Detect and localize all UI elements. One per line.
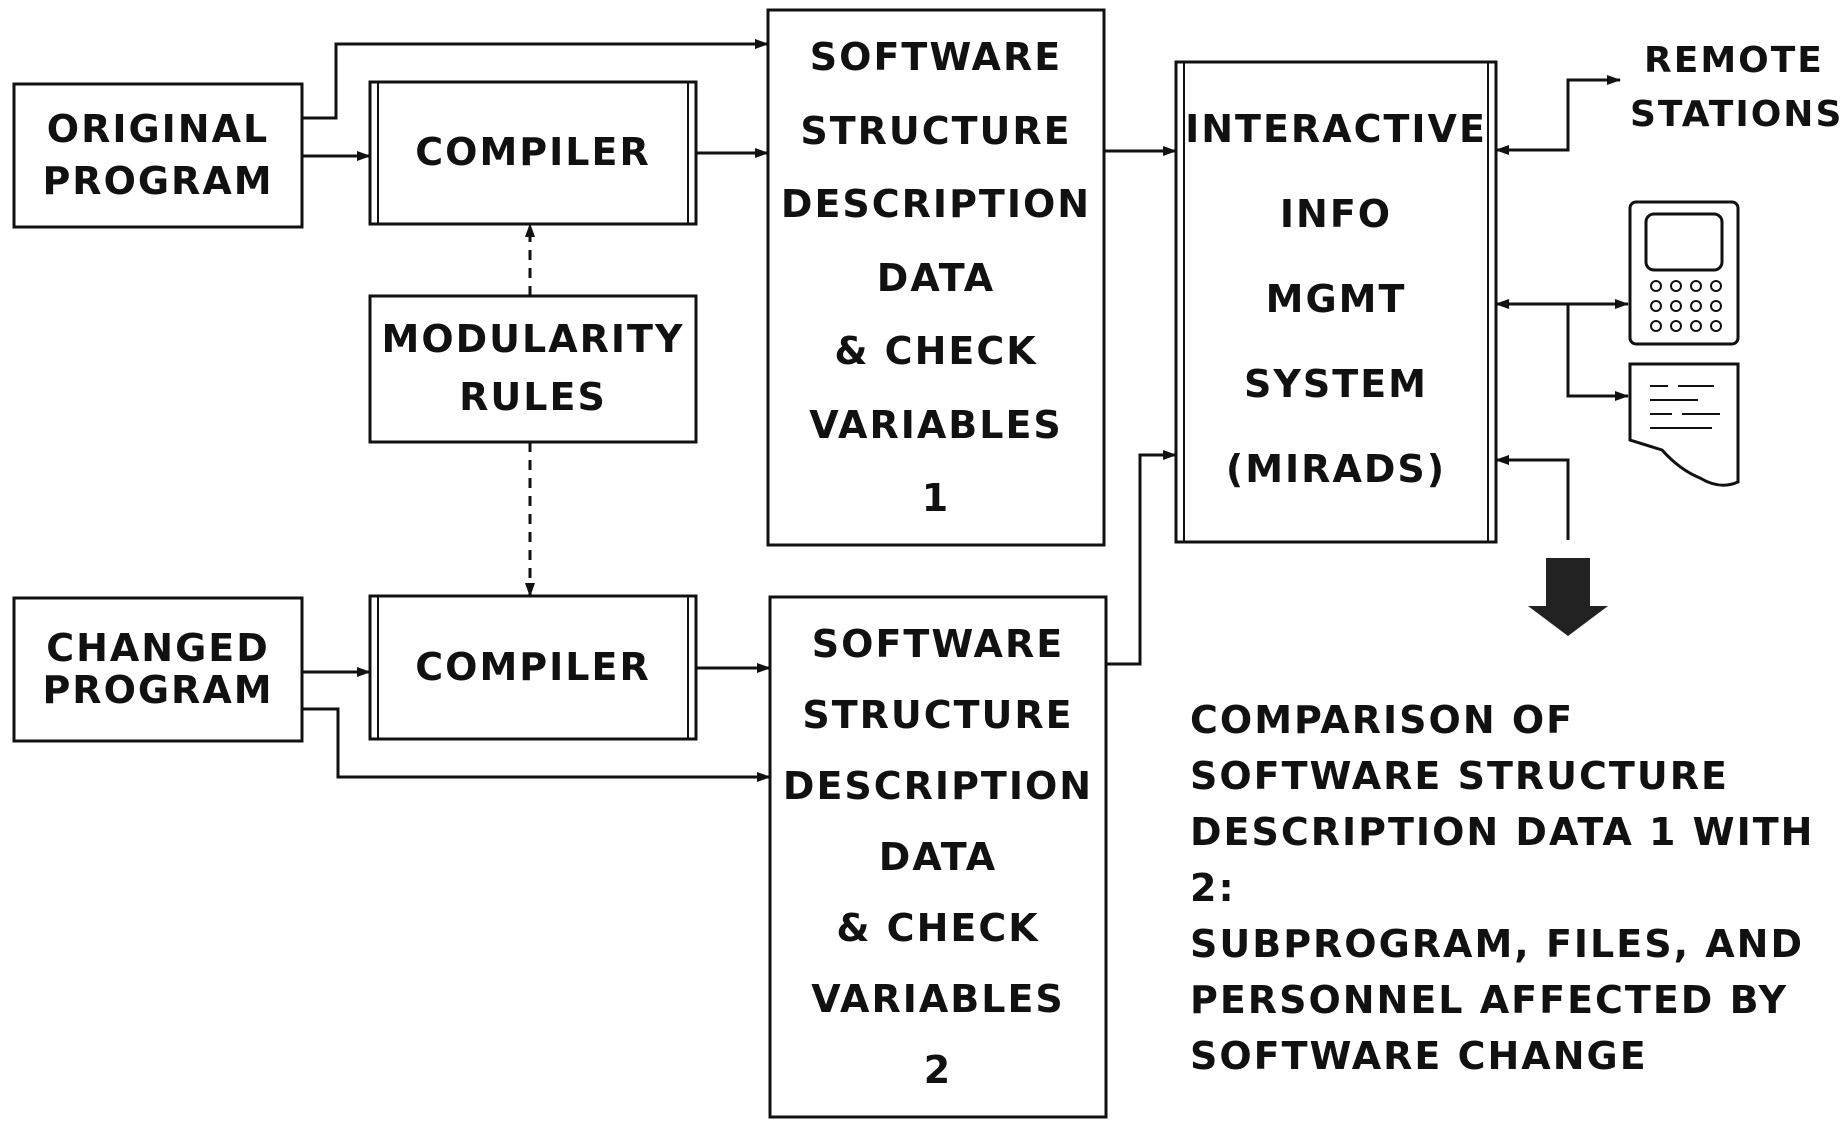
comparison-line-5: PERSONNEL AFFECTED BY (1190, 978, 1788, 1022)
ssd-1-line-2: STRUCTURE (800, 108, 1072, 153)
ssd-1-line-6: VARIABLES (809, 402, 1063, 447)
compiler-top-text: COMPILER (415, 130, 651, 175)
ssd-2-line-5: & CHECK (836, 906, 1040, 951)
ssd-2-box (768, 595, 1108, 1119)
comparison-line-6: SOFTWARE CHANGE (1190, 1034, 1648, 1078)
changed-program-label: CHANGED PROGRAM (14, 598, 302, 741)
modularity-rules-line-1: MODULARITY (381, 317, 685, 362)
mirads-remote-stations-connector (1495, 75, 1621, 155)
ssd2-to-mirads-connector (1106, 450, 1177, 666)
printout-document-icon (1628, 362, 1740, 487)
modularity-rules-box (368, 294, 698, 444)
ssd-2-label: SOFTWARE STRUCTURE DESCRIPTION DATA & CH… (770, 597, 1106, 1117)
ssd-2-line-3: DESCRIPTION (782, 764, 1094, 809)
terminal-icon (1628, 200, 1740, 346)
ssd-2-line-4: DATA (878, 835, 998, 880)
comparison-line-3: DESCRIPTION DATA 1 WITH 2: (1190, 810, 1815, 910)
compiler-top-label: COMPILER (370, 82, 696, 224)
mirads-output-connector (1495, 455, 1570, 540)
original-to-ssd1-connector (302, 39, 769, 120)
ssd-2-line-6: VARIABLES (811, 977, 1065, 1022)
mirads-printout-connector (1566, 304, 1629, 401)
modularity-rules-label: MODULARITY RULES (370, 296, 696, 442)
compiler-bottom-label: COMPILER (370, 596, 696, 739)
modularity-rules-line-2: RULES (459, 375, 607, 419)
ssd-1-label: SOFTWARE STRUCTURE DESCRIPTION DATA & CH… (768, 10, 1104, 545)
mirads-line-2: INFO (1279, 192, 1393, 237)
ssd-1-line-7: 1 (921, 476, 951, 521)
comparison-line-1: COMPARISON OF (1190, 698, 1575, 742)
mirads-line-3: MGMT (1265, 277, 1407, 322)
changed-program-box (12, 596, 304, 743)
output-down-arrow-icon (1528, 558, 1608, 636)
original-program-line-1: ORIGINAL (46, 106, 270, 151)
mirads-label: INTERACTIVE INFO MGMT SYSTEM (MIRADS) (1184, 107, 1488, 492)
ssd-2-line-7: 2 (923, 1048, 953, 1093)
mirads-line-1: INTERACTIVE (1185, 107, 1487, 151)
comparison-note: COMPARISON OF SOFTWARE STRUCTURE DESCRIP… (1190, 692, 1830, 1084)
remote-stations-line-2: STATIONS (1630, 94, 1840, 135)
ssd-1-line-5: & CHECK (834, 329, 1038, 374)
ssd-1-line-3: DESCRIPTION (780, 182, 1092, 227)
ssd-1-box (766, 8, 1106, 547)
original-program-line-2: PROGRAM (42, 158, 274, 203)
original-program-label: ORIGINAL PROGRAM (14, 84, 302, 227)
comparison-line-2: SOFTWARE STRUCTURE (1190, 754, 1729, 798)
ssd-2-line-1: SOFTWARE (811, 622, 1065, 666)
mirads-line-5: (MIRADS) (1225, 447, 1447, 492)
ssd-2-line-2: STRUCTURE (802, 693, 1074, 738)
comparison-line-4: SUBPROGRAM, FILES, AND (1190, 922, 1804, 966)
remote-stations-line-1: REMOTE (1644, 40, 1824, 81)
changed-to-ssd2-connector (302, 707, 771, 782)
changed-program-line-1: CHANGED (46, 625, 270, 670)
ssd-1-line-4: DATA (876, 255, 996, 300)
remote-stations-label: REMOTE STATIONS (1630, 34, 1840, 142)
compiler-bottom-text: COMPILER (415, 644, 651, 689)
ssd-1-line-1: SOFTWARE (809, 35, 1063, 79)
mirads-line-4: SYSTEM (1244, 362, 1428, 407)
changed-program-line-2: PROGRAM (42, 667, 274, 712)
